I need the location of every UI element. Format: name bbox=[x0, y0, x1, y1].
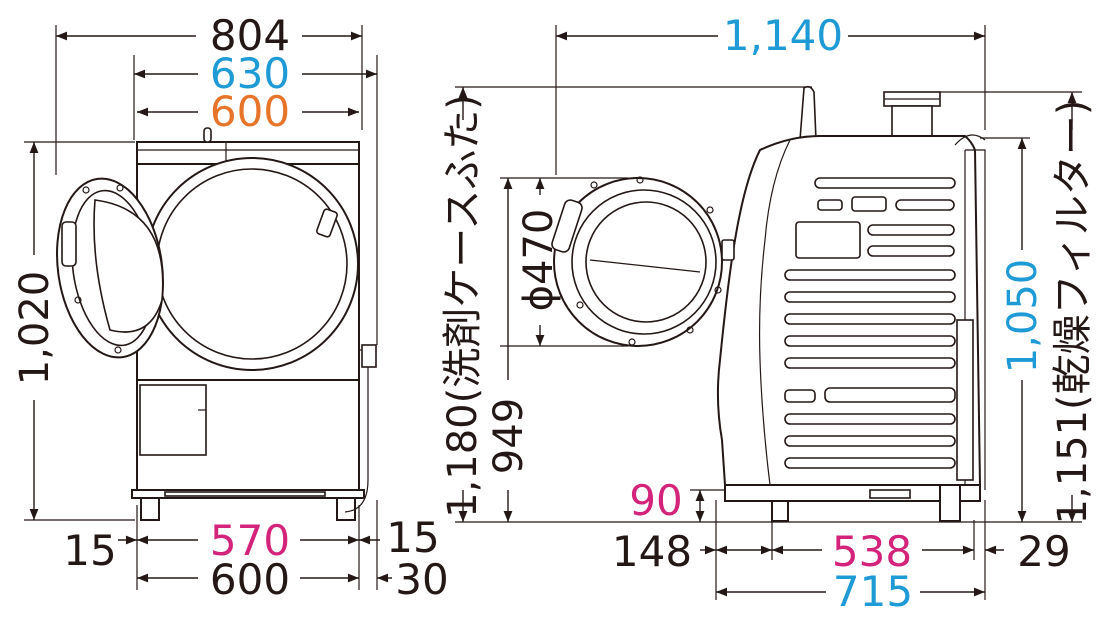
door-handle bbox=[61, 221, 77, 267]
dim-side-rear-offset: 29 bbox=[1017, 527, 1070, 576]
dim-side-foot-span: 538 bbox=[832, 527, 912, 576]
drain-hose bbox=[344, 349, 369, 513]
dim-side-clearance: 90 bbox=[629, 476, 682, 525]
hose-clip bbox=[361, 344, 377, 368]
dry-filter-body bbox=[891, 105, 933, 137]
dim-side-lid-height: 1,180(洗剤ケースふた) bbox=[440, 94, 486, 518]
dim-side-body-depth: 715 bbox=[833, 567, 913, 616]
water-inlet-icon bbox=[203, 127, 212, 143]
dim-front-total-width: 804 bbox=[210, 11, 290, 60]
dim-front-foot-span: 570 bbox=[210, 516, 290, 565]
side-view-washer bbox=[551, 85, 986, 522]
filter-cover bbox=[139, 384, 207, 456]
side-base bbox=[724, 484, 981, 502]
front-foot-left bbox=[140, 497, 160, 521]
side-door-glass bbox=[585, 201, 707, 323]
door-glass bbox=[93, 199, 164, 333]
side-foot-front bbox=[771, 500, 789, 522]
dim-front-foot-right: 15 bbox=[386, 513, 439, 562]
detergent-lid bbox=[799, 85, 817, 141]
dim-front-body-width: 630 bbox=[210, 49, 290, 98]
dim-front-height: 1,020 bbox=[12, 271, 58, 386]
dim-front-hose-offset: 30 bbox=[395, 555, 448, 604]
front-dimension-lines bbox=[24, 25, 392, 590]
rear-hose bbox=[956, 319, 974, 481]
dim-side-filter-height: 1,151(乾燥フィルター) bbox=[1050, 100, 1096, 525]
dim-front-top-width: 600 bbox=[210, 87, 290, 136]
front-foot-right bbox=[336, 497, 356, 521]
side-foot-rear bbox=[939, 484, 961, 522]
front-view-washer bbox=[56, 127, 377, 521]
dim-side-door-diameter: ϕ470 bbox=[516, 209, 562, 312]
dim-side-door-height: 949 bbox=[486, 398, 532, 474]
dim-front-foot-left: 15 bbox=[63, 526, 116, 575]
dim-side-total-depth: 1,140 bbox=[723, 11, 843, 60]
side-door-handle bbox=[551, 199, 583, 253]
dim-front-base-width: 600 bbox=[210, 555, 290, 604]
side-vent-slots bbox=[784, 177, 956, 469]
dim-side-body-height: 1,050 bbox=[1000, 259, 1046, 374]
dim-side-front-offset: 148 bbox=[612, 527, 692, 576]
side-dimension-lines bbox=[455, 25, 1082, 600]
